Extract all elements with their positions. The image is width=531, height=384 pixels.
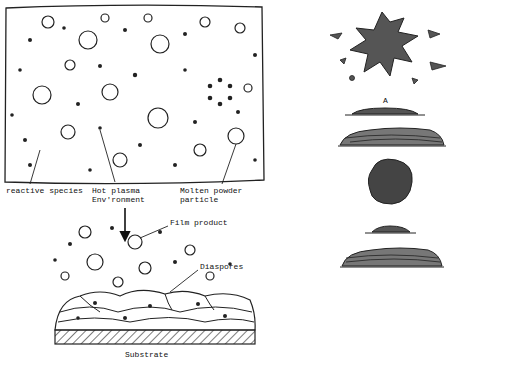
splashing-splat [350, 12, 418, 76]
reactive-species [10, 26, 257, 172]
part-label: Hot plasma Env'ronment [92, 186, 156, 204]
part-label: Substrate [125, 350, 185, 359]
molten-particles [33, 14, 252, 167]
splat-fragments [330, 30, 446, 84]
lamella-boundaries [58, 294, 254, 322]
coating-lamellae [55, 290, 255, 330]
part-label: Film product [170, 218, 240, 227]
surface-line [365, 233, 416, 234]
callout-letter: A [383, 96, 397, 105]
thin-lamella [352, 108, 418, 114]
surface-line [345, 115, 425, 116]
falling-particles [61, 226, 214, 287]
surface-line [340, 267, 444, 268]
embedded-species [76, 301, 227, 320]
flow-arrow [124, 208, 126, 240]
layer-striations [346, 255, 440, 262]
stacked-layer [342, 248, 442, 266]
molten-droplet [368, 159, 412, 204]
part-label: Molten powder particle [180, 186, 254, 204]
substrate [55, 330, 255, 344]
flattened-lamella [372, 226, 410, 232]
falling-species [53, 226, 232, 266]
plasma-region [5, 5, 264, 183]
splashed-layer [340, 128, 444, 145]
layer-striations [345, 135, 442, 142]
part-label: reactive species [6, 186, 96, 195]
ring-of-species [208, 78, 233, 107]
surface-line [338, 146, 446, 147]
part-label: Diaspores [200, 262, 260, 271]
